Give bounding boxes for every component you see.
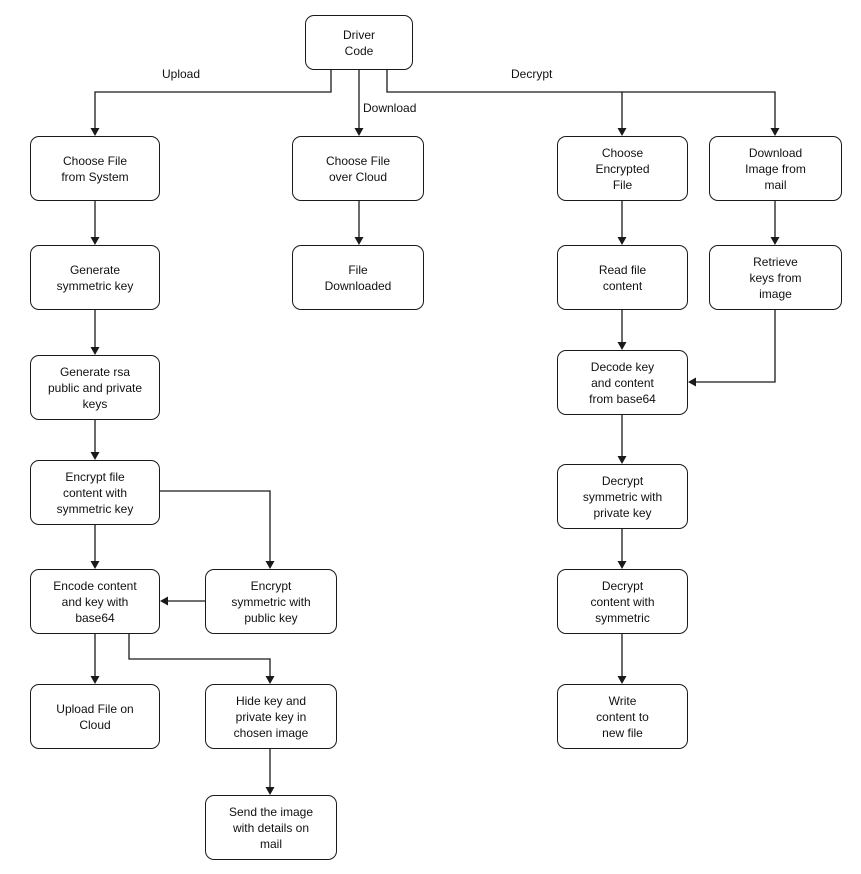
arrowhead <box>265 676 275 684</box>
edge-retrieve-to-decode <box>688 310 776 387</box>
arrowhead <box>90 237 100 245</box>
arrowhead <box>770 128 780 136</box>
edge-decode-to-decrypt-sym <box>617 415 627 464</box>
edge-encode-to-upload <box>90 634 100 684</box>
arrowhead <box>90 452 100 460</box>
arrowhead <box>90 676 100 684</box>
edge-driver-to-choose-encrypted <box>386 70 627 136</box>
arrowhead <box>617 128 627 136</box>
edge-decrypt-content-to-write <box>617 634 627 684</box>
decode-key-content-node: Decode key and content from base64 <box>557 350 688 415</box>
arrowhead <box>90 561 100 569</box>
hide-key-image-node: Hide key and private key in chosen image <box>205 684 337 749</box>
arrowhead <box>617 342 627 350</box>
edge-gen-sym-to-gen-rsa <box>90 310 100 355</box>
edge-encrypt-sym-to-encode <box>160 596 205 606</box>
write-content-file-node: Write content to new file <box>557 684 688 749</box>
edge-hide-key-to-send-image <box>265 749 275 795</box>
decrypt-content-symmetric-node: Decrypt content with symmetric <box>557 569 688 634</box>
edge-decrypt-sym-to-decrypt-content <box>617 529 627 569</box>
arrowhead <box>265 561 275 569</box>
edge-choose-system-to-gen-sym <box>90 201 100 245</box>
file-downloaded-node: File Downloaded <box>292 245 424 310</box>
choose-file-cloud-node: Choose File over Cloud <box>292 136 424 201</box>
download-edge-label: Download <box>363 101 417 115</box>
arrowhead <box>688 377 696 387</box>
arrowhead <box>770 237 780 245</box>
arrowhead <box>617 237 627 245</box>
decrypt-symmetric-private-node: Decrypt symmetric with private key <box>557 464 688 529</box>
generate-symmetric-key-node: Generate symmetric key <box>30 245 160 310</box>
retrieve-keys-image-node: Retrieve keys from image <box>709 245 842 310</box>
arrowhead <box>265 787 275 795</box>
arrowhead <box>617 676 627 684</box>
edge-driver-to-choose-file-cloud <box>354 70 364 136</box>
edge-gen-rsa-to-encrypt-file <box>90 420 100 460</box>
arrowhead <box>617 456 627 464</box>
decrypt-edge-label: Decrypt <box>511 67 553 81</box>
edge-encrypt-file-to-encode <box>90 525 100 569</box>
edge-driver-to-choose-file-system <box>90 70 332 136</box>
upload-file-cloud-node: Upload File on Cloud <box>30 684 160 749</box>
read-file-content-node: Read file content <box>557 245 688 310</box>
edge-encrypt-file-to-encrypt-sym <box>160 490 275 569</box>
edge-read-to-decode <box>617 310 627 350</box>
edge-cloud-to-downloaded <box>354 201 364 245</box>
arrowhead <box>90 347 100 355</box>
send-image-mail-node: Send the image with details on mail <box>205 795 337 860</box>
arrowhead <box>160 596 168 606</box>
arrowhead <box>90 128 100 136</box>
encrypt-symmetric-public-node: Encrypt symmetric with public key <box>205 569 337 634</box>
edge-encode-to-hide-key <box>128 634 275 684</box>
upload-edge-label: Upload <box>162 67 201 81</box>
edge-decrypt-to-download-image <box>622 91 780 136</box>
driver-code-node: Driver Code <box>305 15 413 70</box>
arrowhead <box>354 128 364 136</box>
generate-rsa-keys-node: Generate rsa public and private keys <box>30 355 160 420</box>
encrypt-file-content-node: Encrypt file content with symmetric key <box>30 460 160 525</box>
edge-download-img-to-retrieve <box>770 201 780 245</box>
choose-encrypted-file-node: Choose Encrypted File <box>557 136 688 201</box>
encode-content-key-node: Encode content and key with base64 <box>30 569 160 634</box>
download-image-mail-node: Download Image from mail <box>709 136 842 201</box>
arrowhead <box>617 561 627 569</box>
choose-file-system-node: Choose File from System <box>30 136 160 201</box>
arrowhead <box>354 237 364 245</box>
edge-encrypted-to-read <box>617 201 627 245</box>
